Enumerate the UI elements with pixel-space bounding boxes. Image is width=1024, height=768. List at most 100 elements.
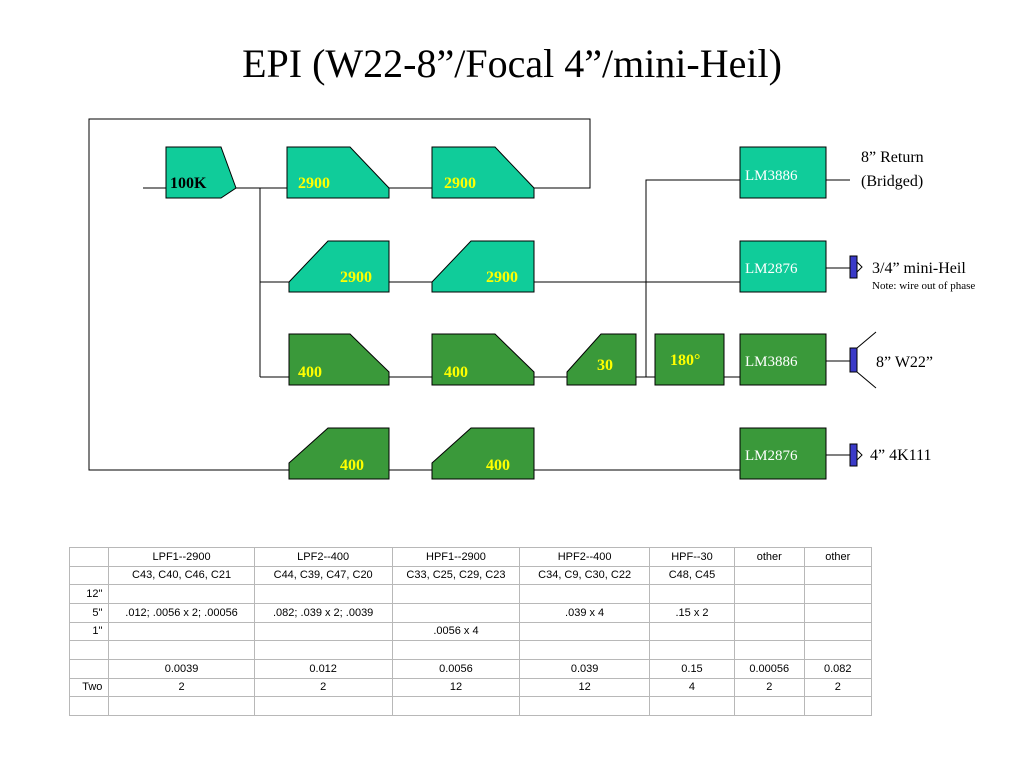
page-title: EPI (W22-8”/Focal 4”/mini-Heil) (242, 41, 782, 86)
table-row-label (68, 640, 110, 660)
table-cell (734, 621, 805, 642)
table-cell: C33, C25, C29, C23 (391, 565, 521, 586)
output-2-note: Note: wire out of phase (872, 280, 975, 292)
block-100k: 100K (165, 146, 237, 199)
table-cell: C43, C40, C46, C21 (108, 565, 255, 586)
table-row (68, 640, 873, 660)
wiring (88, 118, 850, 471)
output-2-label: 3/4” mini-Heil (872, 260, 966, 277)
table-cell: .0056 x 4 (391, 621, 521, 642)
table-row-label: 1" (68, 621, 110, 642)
output-4-label: 4” 4K111 (870, 447, 931, 464)
block-lpf1-b: 2900 (431, 146, 535, 199)
table-cell: 0.012 (253, 658, 393, 679)
block-hpf1-a-label: 2900 (340, 269, 372, 286)
table-cell (108, 696, 255, 716)
amp-1: LM3886 (739, 146, 827, 199)
table-cell: C34, C9, C30, C22 (519, 565, 650, 586)
table-cell (519, 621, 650, 642)
table-cell (391, 602, 521, 623)
speaker-icon (849, 443, 863, 467)
block-lpf2-a-label: 400 (298, 364, 322, 381)
table-row-label: Two (68, 677, 110, 698)
table-cell (734, 640, 805, 660)
speaker-icon (849, 255, 863, 279)
table-cell (734, 584, 805, 604)
table-cell: 2 (734, 677, 805, 698)
block-hpf1-b: 2900 (431, 240, 535, 293)
table-row-label: 12" (68, 584, 110, 604)
table-cell: other (734, 547, 805, 567)
block-phase-label: 180° (670, 352, 700, 369)
table-cell: other (803, 547, 873, 567)
output-1-label-line2: (Bridged) (861, 173, 923, 190)
table-cell: 4 (648, 677, 736, 698)
block-lpf1-b-label: 2900 (444, 175, 476, 192)
table-cell (803, 696, 873, 716)
block-hpf1-b-label: 2900 (486, 269, 518, 286)
block-phase-invert: 180° (654, 333, 725, 386)
table-cell (648, 584, 736, 604)
table-cell (253, 621, 393, 642)
table-cell (648, 640, 736, 660)
table-row (68, 696, 873, 716)
table-cell: HPF2--400 (519, 547, 650, 567)
amp-3: LM3886 (739, 333, 827, 386)
table-cell (803, 565, 873, 586)
table-row-label (68, 658, 110, 679)
block-100k-label: 100K (170, 175, 207, 192)
wire-sub-branch (645, 179, 740, 377)
table-cell: 2 (803, 677, 873, 698)
wire-loop (88, 118, 591, 471)
block-lpf1-a-label: 2900 (298, 175, 330, 192)
table-row-label (68, 565, 110, 586)
table-cell (734, 565, 805, 586)
table-cell: LPF2--400 (253, 547, 393, 567)
table-cell (734, 696, 805, 716)
amp-1-label: LM3886 (745, 168, 798, 184)
table-cell (391, 696, 521, 716)
block-hpf1-a: 2900 (288, 240, 390, 293)
table-cell: .082; .039 x 2; .0039 (253, 602, 393, 623)
table-cell: HPF1--2900 (391, 547, 521, 567)
table-cell: .012; .0056 x 2; .00056 (108, 602, 255, 623)
table-cell (648, 696, 736, 716)
table-cell: LPF1--2900 (108, 547, 255, 567)
table-cell: C48, C45 (648, 565, 736, 586)
block-hpf30: 30 (566, 333, 637, 386)
speaker-icon (849, 331, 877, 389)
table-cell (108, 640, 255, 660)
block-hpf30-label: 30 (597, 357, 613, 374)
table-cell (519, 584, 650, 604)
table-row-label: 5" (68, 602, 110, 623)
block-hpf2-a: 400 (288, 427, 390, 480)
table-cell (253, 640, 393, 660)
amp-2: LM2876 (739, 240, 827, 293)
table-cell: 0.00056 (734, 658, 805, 679)
table-cell: 2 (108, 677, 255, 698)
table-cell (803, 602, 873, 623)
table-cell: 0.0056 (391, 658, 521, 679)
table-cell: 0.0039 (108, 658, 255, 679)
table-row: 12" (68, 584, 873, 604)
table-cell (391, 640, 521, 660)
table-cell (253, 584, 393, 604)
block-hpf2-b-label: 400 (486, 457, 510, 474)
table-cell (391, 584, 521, 604)
table-cell (108, 621, 255, 642)
table-cell (734, 602, 805, 623)
table-row: 1" .0056 x 4 (68, 621, 873, 642)
table-cell (108, 584, 255, 604)
block-lpf2-a: 400 (288, 333, 390, 386)
table-cell (253, 696, 393, 716)
table-cell: 0.039 (519, 658, 650, 679)
amp-4-label: LM2876 (745, 448, 798, 464)
block-lpf2-b: 400 (431, 333, 535, 386)
output-3-label: 8” W22” (876, 354, 933, 371)
table-row-label (68, 696, 110, 716)
table-cell: 12 (519, 677, 650, 698)
